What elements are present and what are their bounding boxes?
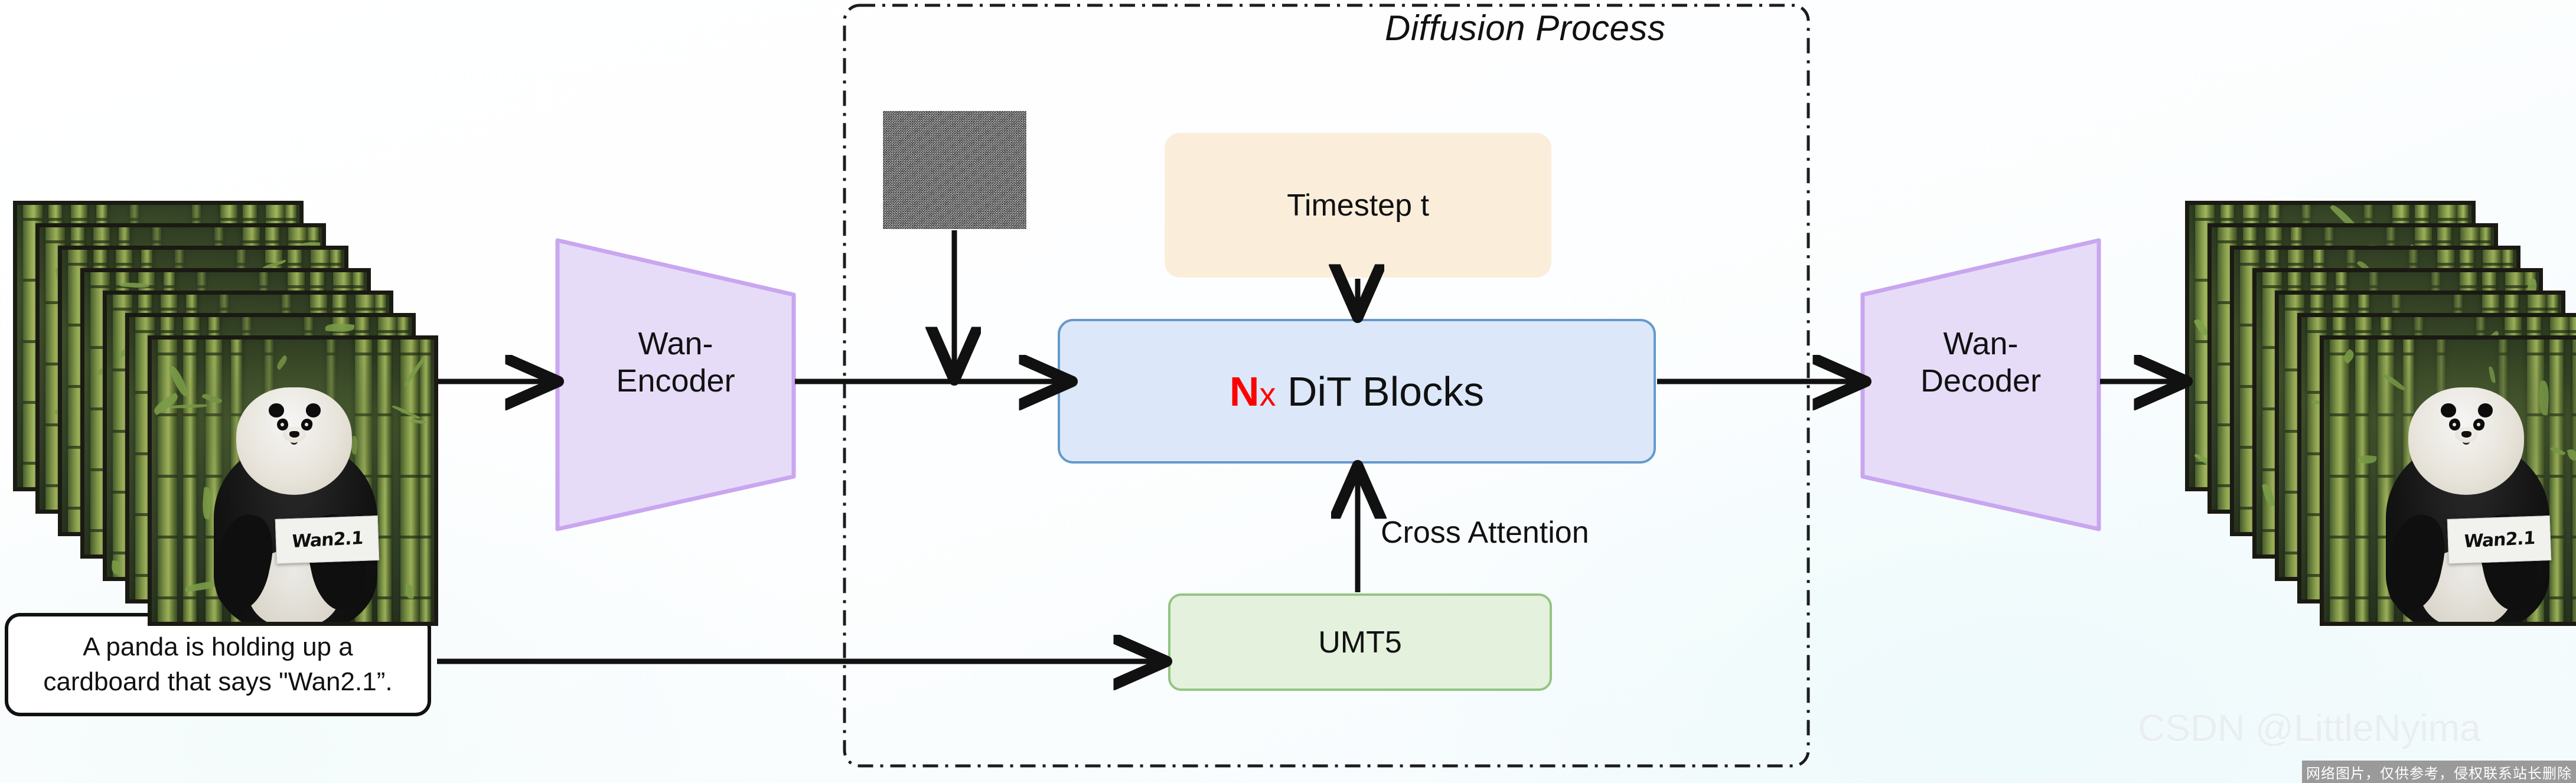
wan-decoder-block[interactable]: Wan- Decoder (1860, 238, 2101, 531)
wan-encoder-block[interactable]: Wan- Encoder (555, 238, 796, 531)
video-frame: Wan2.1 (148, 335, 438, 626)
copyright-notice-bar: 网络图片，仅供参考，侵权联系站长删除 (2302, 761, 2576, 783)
dit-blocks-label: Nx DiT Blocks (1230, 368, 1484, 415)
dit-repeat-count: N (1230, 368, 1260, 415)
text-prompt-box[interactable]: A panda is holding up a cardboard that s… (5, 613, 431, 716)
gaussian-noise-patch (883, 111, 1026, 229)
cross-attention-label: Cross Attention (1381, 515, 1589, 550)
dit-times-symbol: x (1259, 376, 1276, 413)
input-video-frame-stack: Wan2.1Wan2.1Wan2.1Wan2.1Wan2.1Wan2.1Wan2… (13, 201, 438, 626)
panda-sign: Wan2.1 (275, 516, 380, 564)
diffusion-process-label: Diffusion Process (1385, 8, 1665, 48)
dit-blocks-block[interactable]: Nx DiT Blocks (1058, 319, 1656, 464)
umt5-label: UMT5 (1318, 625, 1402, 660)
video-frame: Wan2.1 (2320, 335, 2576, 626)
text-prompt-line2: cardboard that says "Wan2.1”. (43, 667, 392, 696)
output-video-frame-stack: Wan2.1Wan2.1Wan2.1Wan2.1Wan2.1Wan2.1Wan2… (2185, 201, 2576, 626)
csdn-watermark: CSDN @LittleNyima (2138, 706, 2481, 750)
dit-blocks-text: DiT Blocks (1287, 368, 1484, 415)
timestep-block[interactable]: Timestep t (1165, 133, 1551, 278)
umt5-block[interactable]: UMT5 (1168, 593, 1552, 691)
timestep-label: Timestep t (1287, 188, 1429, 223)
text-prompt-line1: A panda is holding up a (83, 632, 353, 661)
panda-sign: Wan2.1 (2447, 516, 2552, 564)
text-prompt-value: A panda is holding up a cardboard that s… (43, 630, 392, 699)
